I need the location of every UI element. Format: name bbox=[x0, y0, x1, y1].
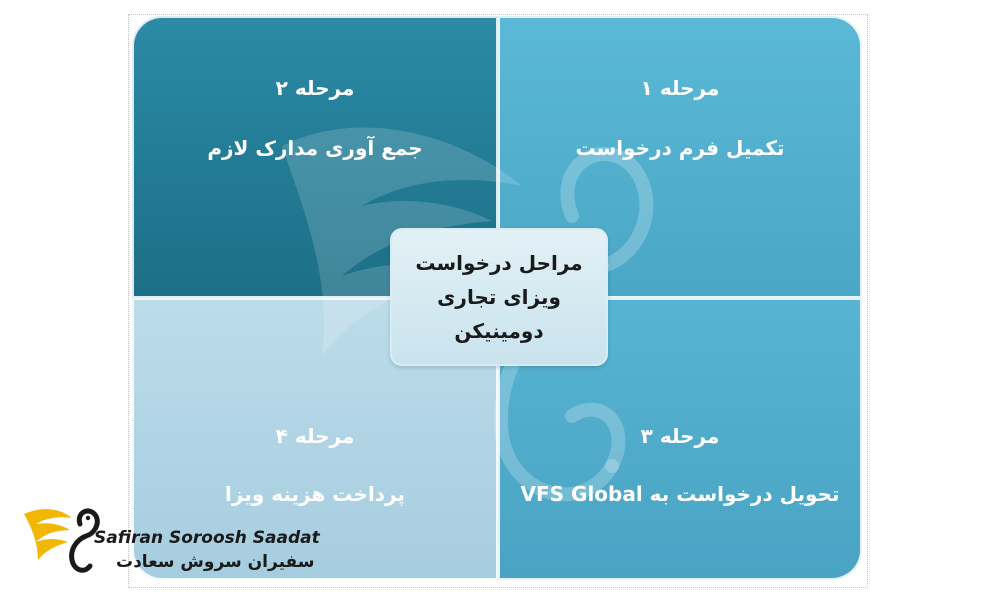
center-title-line-3: دومینیکن bbox=[454, 319, 544, 343]
center-title-line-2: ویزای تجاری bbox=[437, 285, 561, 309]
step-2-title: مرحله ۲ bbox=[275, 76, 355, 100]
step-4-title: مرحله ۴ bbox=[275, 424, 355, 448]
step-1-description: تکمیل فرم درخواست bbox=[575, 136, 785, 160]
center-title-box: مراحل درخواست ویزای تجاری دومینیکن bbox=[390, 228, 608, 366]
center-title-line-1: مراحل درخواست bbox=[415, 251, 583, 275]
step-1-title: مرحله ۱ bbox=[640, 76, 720, 100]
logo-persian-name: سفیران سروش سعادت bbox=[116, 552, 315, 572]
swan-logo-icon bbox=[24, 508, 100, 573]
step-3-title: مرحله ۳ bbox=[640, 424, 720, 448]
company-logo: Safiran Soroosh Saadat سفیران سروش سعادت bbox=[18, 494, 320, 584]
logo-english-name: Safiran Soroosh Saadat bbox=[94, 528, 320, 548]
step-4-description: پرداخت هزینه ویزا bbox=[225, 482, 405, 506]
step-2-description: جمع آوری مدارک لازم bbox=[207, 136, 423, 160]
step-3-description: تحویل درخواست به VFS Global bbox=[520, 482, 840, 506]
diagram-frame bbox=[128, 14, 868, 588]
step-1-box: مرحله ۱ تکمیل فرم درخواست bbox=[498, 16, 862, 298]
